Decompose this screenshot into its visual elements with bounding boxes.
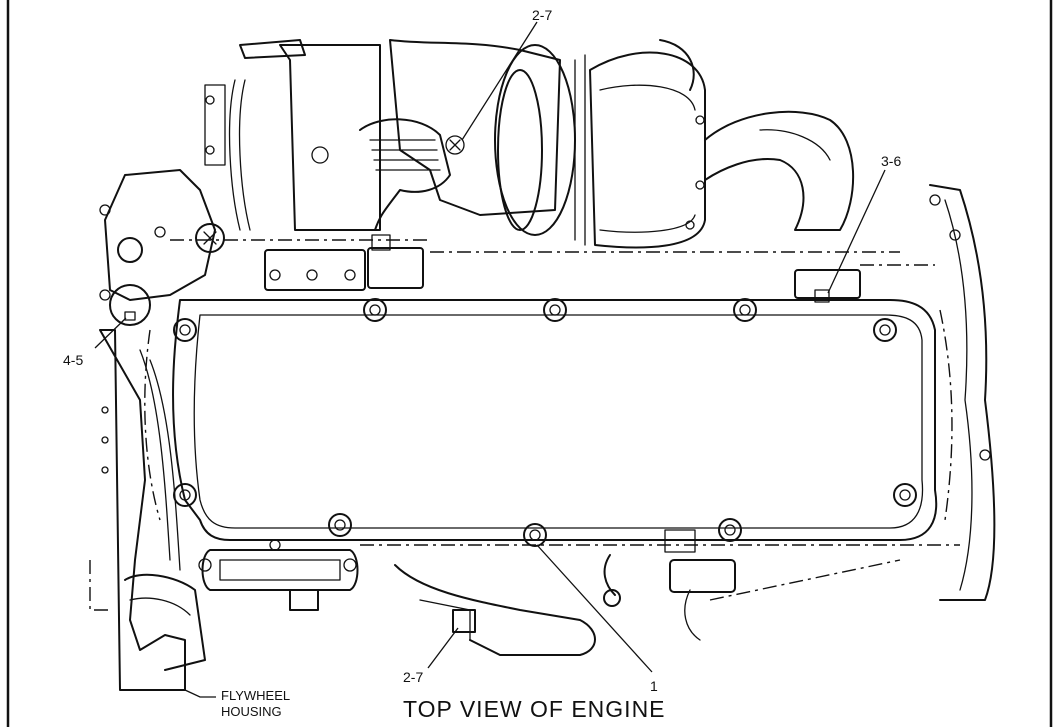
sensor-rail bbox=[170, 234, 900, 291]
flywheel-housing bbox=[89, 329, 357, 691]
callout-labels: 2-7 3-6 4-5 2-7 1 bbox=[63, 7, 901, 694]
leader-flywheel bbox=[184, 689, 216, 698]
callout-top-turbo: 2-7 bbox=[532, 7, 552, 23]
flywheel-housing-label-line2: HOUSING bbox=[221, 704, 282, 719]
intake-elbow bbox=[239, 39, 465, 231]
leader-bottom-drain bbox=[427, 627, 459, 669]
leader-lines bbox=[94, 21, 886, 698]
leader-top-turbo bbox=[461, 21, 538, 141]
front-housing bbox=[99, 79, 251, 326]
leader-bottom-bolt bbox=[536, 544, 653, 673]
callout-left-port: 4-5 bbox=[63, 352, 83, 368]
drawing-frame bbox=[6, 0, 1053, 727]
right-end-housing bbox=[794, 184, 996, 601]
callout-right-sensor: 3-6 bbox=[881, 153, 901, 169]
valve-cover bbox=[144, 299, 953, 541]
flywheel-housing-label-line1: FLYWHEEL bbox=[221, 688, 290, 703]
lower-manifold bbox=[201, 529, 960, 656]
diagram-title: TOP VIEW OF ENGINE bbox=[403, 696, 666, 722]
turbocharger bbox=[389, 39, 855, 249]
callout-bottom-bolt: 1 bbox=[650, 678, 658, 694]
cover-bolts bbox=[173, 298, 917, 547]
leader-right-sensor bbox=[827, 169, 886, 294]
leader-left-port bbox=[94, 317, 127, 349]
callout-bottom-drain: 2-7 bbox=[403, 669, 423, 685]
